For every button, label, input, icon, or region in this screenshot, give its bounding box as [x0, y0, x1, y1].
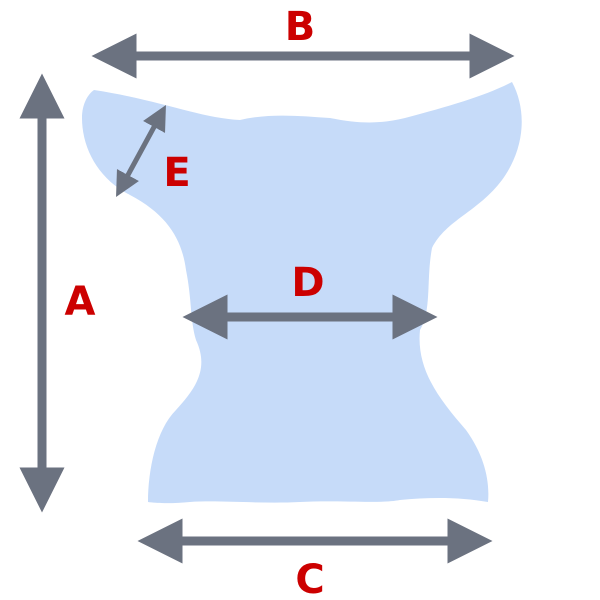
dimension-arrow-e — [116, 105, 166, 197]
dimension-label-e: E — [163, 150, 190, 196]
dimension-label-c: C — [295, 557, 324, 600]
dimension-label-b: B — [285, 4, 316, 50]
diaper-silhouette — [82, 82, 522, 504]
dimension-label-a: A — [65, 279, 96, 325]
dimension-label-d: D — [291, 260, 324, 306]
